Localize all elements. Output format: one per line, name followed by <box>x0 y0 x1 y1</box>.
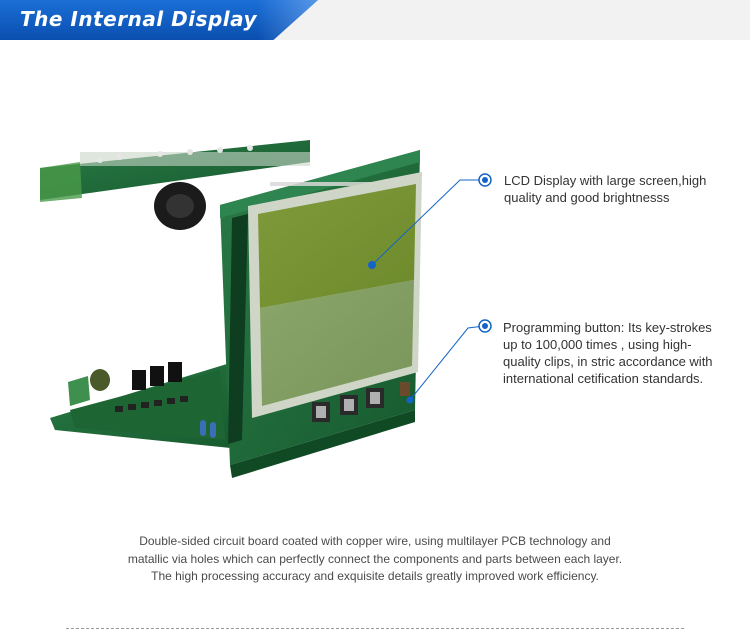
description-line-3: The high processing accuracy and exquisi… <box>151 569 599 583</box>
description-line-1: Double-sided circuit board coated with c… <box>139 534 611 548</box>
footer-divider <box>66 628 684 629</box>
header-tab <box>0 0 318 40</box>
button-callout-text: Programming button: Its key-strokes up t… <box>503 320 713 386</box>
description-line-2: matallic via holes which can perfectly c… <box>127 551 623 566</box>
lcd-screen-bottom <box>260 280 414 406</box>
lcd-callout-text: LCD Display with large screen,high quali… <box>504 173 707 205</box>
board-description: Double-sided circuit board coated with c… <box>60 533 690 586</box>
keypad-buttons <box>312 382 410 422</box>
page-title: The Internal Display <box>20 7 258 31</box>
circuit-board-image <box>40 140 422 478</box>
dot-icon <box>478 173 492 187</box>
dot-icon <box>478 319 492 333</box>
